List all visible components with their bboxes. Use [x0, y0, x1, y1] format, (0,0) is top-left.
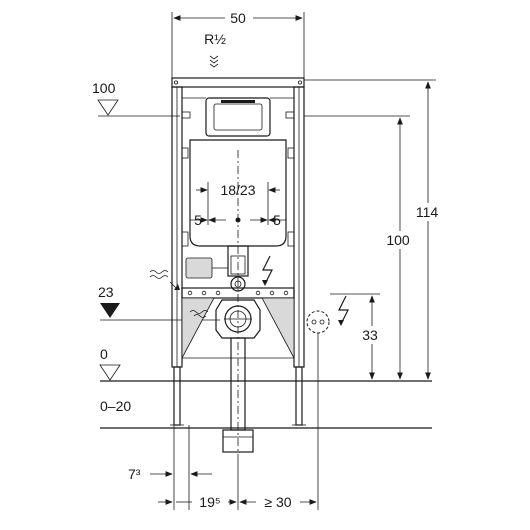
actuator-plate: [205, 97, 271, 137]
installation-frame: [170, 77, 306, 426]
water-wave-icon: [149, 270, 180, 290]
lower-cross-member: [181, 287, 295, 299]
floor-range-label: 0–20: [100, 398, 131, 414]
outlet-height-label: 33: [362, 327, 378, 343]
side-supports: [181, 297, 295, 359]
flush-fittings: [185, 245, 249, 292]
water-inlet: R½: [204, 31, 226, 68]
lightning-bolt-icon: [262, 255, 273, 286]
cistern: [181, 97, 295, 247]
width-dimension: 50: [171, 9, 305, 80]
side-clearance-label: ≥ 30: [264, 494, 291, 510]
height-dimensions: 114 100 33: [304, 79, 442, 380]
level-triangle-outline-icon: [99, 364, 121, 381]
center-offset-label: 19⁵: [199, 494, 220, 510]
level-triangle-solid-icon: [100, 303, 120, 318]
level-0-label: 0: [100, 346, 108, 362]
side-outlet: [306, 295, 349, 510]
floor-range-marker: 0–20: [100, 398, 432, 429]
water-wave-icon: [189, 310, 209, 318]
level-23-label: 23: [98, 284, 114, 300]
level-100-marker: 100: [92, 80, 180, 117]
inlet-label: R½: [204, 31, 226, 47]
water-inlet-arrows-icon: [209, 55, 219, 68]
waste-pipe-end: [222, 429, 254, 453]
socket-circle-icon: [306, 310, 330, 334]
leg-offset-label: 7³: [128, 466, 141, 482]
lightning-bolt-icon: [338, 295, 349, 326]
left-offset-label: 5: [194, 212, 202, 228]
level-triangle-outline-icon: [97, 99, 119, 116]
bottom-dimensions: 7³ 19⁵ ≥ 30: [128, 425, 317, 510]
actuator-height-label: 100: [386, 232, 410, 248]
level-100-label: 100: [92, 80, 116, 96]
right-offset-label: 5: [273, 212, 281, 228]
total-height-label: 114: [416, 204, 439, 220]
width-label: 50: [230, 10, 246, 26]
waste-connection: [215, 299, 261, 453]
level-0-marker: 0: [99, 346, 432, 382]
